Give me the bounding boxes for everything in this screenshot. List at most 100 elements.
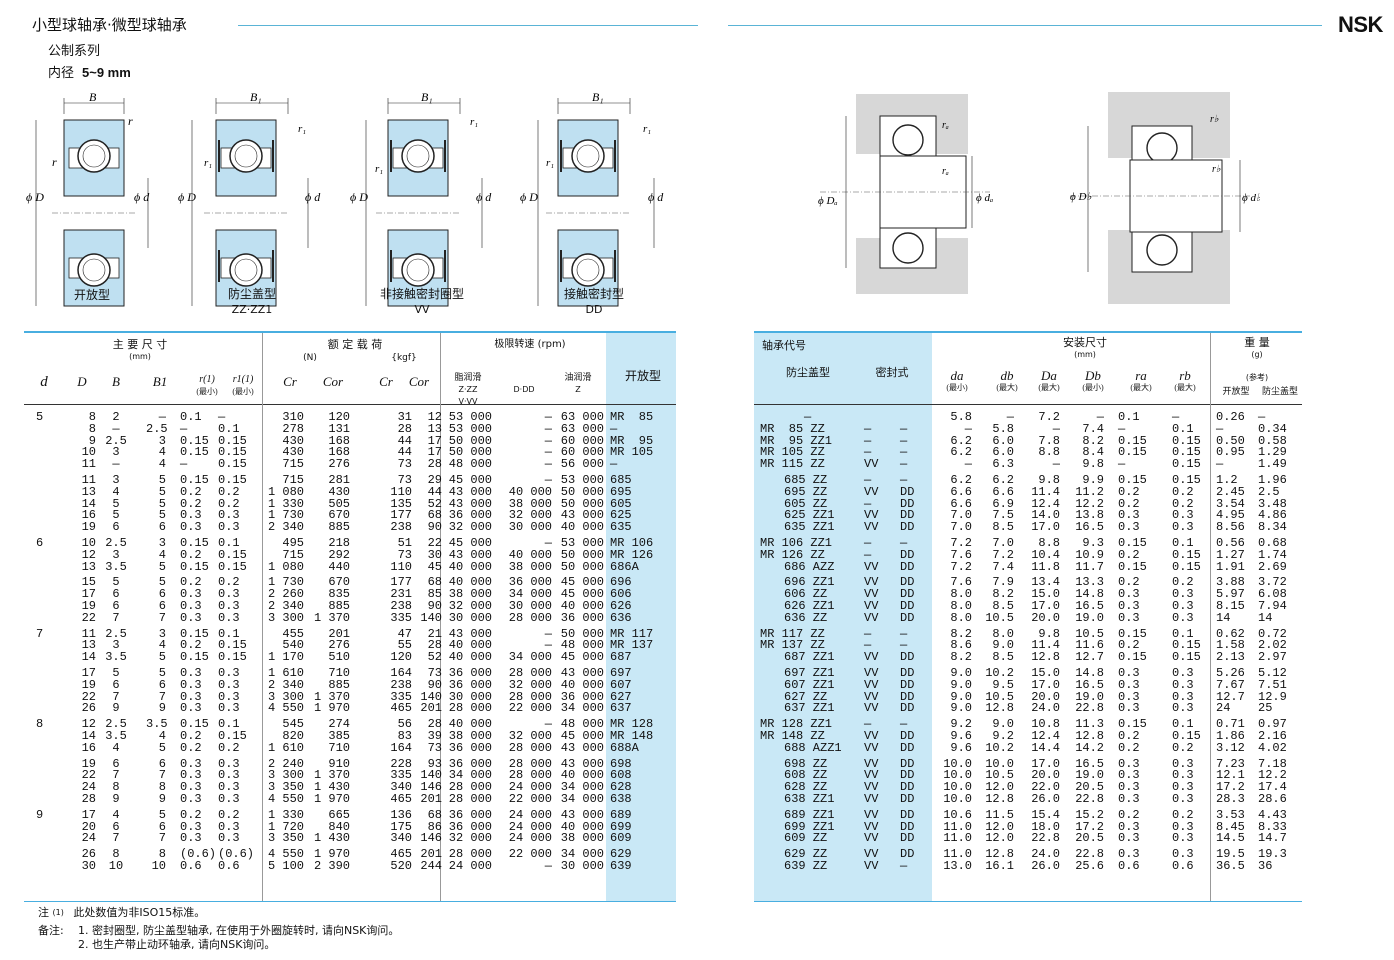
- table-cell: VV: [864, 756, 879, 771]
- table-cell: 10.5: [985, 768, 1014, 783]
- table-cell: 53 000: [448, 410, 492, 424]
- table-cell: 10.4: [1031, 547, 1060, 562]
- table-cell: 164: [390, 740, 412, 755]
- dim-Da: ϕ Dₐ: [818, 195, 838, 207]
- table-cell: 8.15: [1216, 599, 1245, 613]
- table-cell: 0.15: [1118, 650, 1147, 665]
- table-cell: 201: [420, 847, 442, 862]
- table-cell: 14.4: [1031, 740, 1060, 755]
- dim-r1-left-3: r₁: [375, 163, 383, 175]
- table-cell: 0.2: [1118, 740, 1140, 755]
- table-cell: 495: [282, 536, 304, 550]
- dim-d: ϕ d: [134, 190, 150, 204]
- table-cell: 5: [158, 575, 166, 590]
- table-cell: 3.54: [1216, 496, 1245, 511]
- table-cell: 5: [112, 496, 120, 511]
- table-cell: 695: [610, 484, 632, 499]
- table-cell: 43 000: [448, 547, 492, 562]
- table-cell: —: [610, 457, 618, 472]
- col-r1: r1(1)(最小): [232, 374, 254, 396]
- table-cell: 34 000: [508, 587, 552, 602]
- table-cell: 505: [328, 496, 350, 511]
- table-cell: 635: [610, 520, 632, 535]
- table-cell: VV: [864, 484, 879, 499]
- table-cell: 7: [112, 689, 120, 704]
- table-cell: VV: [864, 831, 879, 846]
- table-cell: 697: [610, 666, 632, 680]
- table-cell: 8.0: [950, 610, 972, 625]
- table-cell: 520: [390, 859, 412, 873]
- table-cell: 45 000: [560, 575, 604, 590]
- table-cell: 68: [427, 807, 442, 822]
- bearing-number: 625 ZZ1: [784, 508, 835, 523]
- table-cell: 1 430: [313, 831, 350, 846]
- table-cell: 605: [610, 496, 632, 511]
- table-cell: 5: [112, 508, 120, 523]
- table-cell: 2 340: [267, 599, 304, 613]
- table-cell: 120: [390, 650, 412, 665]
- table-cell: 12: [81, 717, 96, 732]
- table-cell: MR 128: [610, 717, 654, 732]
- table-cell: 238: [390, 520, 412, 535]
- table-cell: 38 000: [508, 496, 552, 511]
- table-cell: 5: [158, 559, 166, 574]
- table-cell: 8.2: [950, 650, 972, 665]
- table-cell: 12: [427, 410, 442, 424]
- left-table-divider-1: [262, 333, 263, 901]
- header-ref: (参考): [1245, 373, 1269, 382]
- table-cell: 45 000: [448, 473, 492, 487]
- open-type-diagram: [35, 98, 149, 307]
- table-cell: 9.9: [1082, 473, 1104, 487]
- table-cell: 0.15: [1172, 547, 1201, 562]
- table-cell: 10.0: [943, 756, 972, 771]
- table-cell: 0.15: [1118, 536, 1147, 550]
- table-cell: 3.5: [105, 559, 127, 574]
- table-cell: 19.5: [1216, 847, 1245, 862]
- bearing-number: 606 ZZ: [784, 587, 828, 602]
- table-cell: 131: [328, 421, 350, 436]
- table-cell: 0.2: [1172, 496, 1194, 511]
- bearing-number: 685 ZZ: [784, 473, 828, 487]
- table-cell: 28.3: [1216, 792, 1245, 806]
- table-cell: 20.5: [1075, 780, 1104, 795]
- table-cell: 36 000: [448, 740, 492, 755]
- table-cell: 140: [420, 610, 442, 625]
- table-cell: 175: [390, 819, 412, 834]
- bearing-number: MR 128 ZZ1: [760, 717, 833, 732]
- col-rb: rb(最大): [1174, 368, 1196, 392]
- table-cell: 45 000: [448, 536, 492, 550]
- table-cell: 0.3: [1172, 520, 1194, 535]
- table-cell: 7.2: [992, 547, 1014, 562]
- table-cell: 3: [112, 547, 120, 562]
- table-cell: 6.2: [992, 473, 1014, 487]
- table-cell: 0.2: [180, 740, 202, 755]
- table-cell: 638: [610, 792, 632, 806]
- table-cell: 3 300: [267, 768, 304, 783]
- table-cell: 0.3: [1172, 677, 1194, 692]
- header-weight: 重 量(g): [1244, 336, 1270, 360]
- table-cell: 6: [158, 756, 166, 771]
- table-cell: 7.0: [950, 508, 972, 523]
- table-cell: 8: [112, 780, 120, 795]
- table-cell: 3 350: [267, 831, 304, 846]
- table-cell: 7: [158, 610, 166, 625]
- table-cell: 0.2: [1118, 496, 1140, 511]
- table-cell: —: [1172, 410, 1180, 424]
- table-cell: 628: [610, 780, 632, 795]
- dim-B1: B₁: [250, 90, 262, 104]
- table-cell: 14.8: [1075, 666, 1104, 680]
- table-cell: 2.69: [1258, 559, 1287, 574]
- table-cell: 0.56: [1216, 536, 1245, 550]
- table-cell: 7: [158, 689, 166, 704]
- table-cell: 9.0: [950, 689, 972, 704]
- table-cell: 28 000: [448, 847, 492, 862]
- table-cell: 50 000: [560, 547, 604, 562]
- table-cell: 24.0: [1031, 701, 1060, 716]
- table-cell: 1 970: [313, 792, 350, 806]
- table-cell: 2 340: [267, 520, 304, 535]
- table-cell: 21: [427, 626, 442, 641]
- table-cell: 7: [158, 831, 166, 846]
- table-cell: 17: [427, 445, 442, 460]
- table-cell: 9.0: [992, 638, 1014, 653]
